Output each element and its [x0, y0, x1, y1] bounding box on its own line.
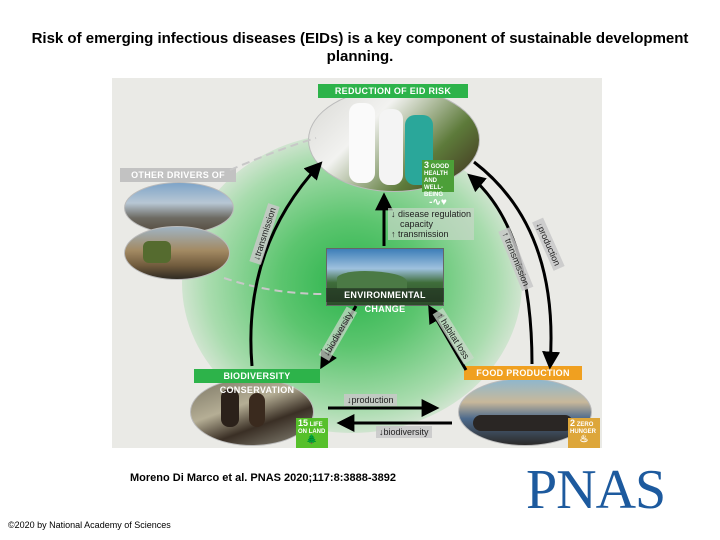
env-eid-label-line1: ↓ disease regulation — [391, 209, 472, 219]
arrow-bio-to-eid — [249, 161, 323, 367]
sdg15-badge: 15 LIFE ON LAND 🌲 — [296, 418, 328, 448]
citation: Moreno Di Marco et al. PNAS 2020;117:8:3… — [130, 472, 396, 484]
biodiversity-banner: BIODIVERSITY CONSERVATION — [194, 369, 320, 395]
bio-food-label: ↓production — [344, 394, 397, 406]
figure-panel: REDUCTION OF EID RISK 3 GOOD HEALTH AND … — [112, 78, 602, 448]
sdg2-text: ZERO HUNGER — [570, 422, 597, 435]
env-eid-label-line2: capacity — [400, 219, 434, 229]
sdg2-badge: 2 ZERO HUNGER ♨ — [568, 418, 600, 448]
sdg3-text: GOOD HEALTH AND WELL-BEING — [424, 164, 450, 198]
sdg2-number: 2 — [570, 418, 576, 428]
arrow-eid-to-food — [473, 160, 561, 370]
food-bio-label: ↓biodiversity — [376, 426, 432, 438]
eid-photo — [308, 88, 480, 192]
sdg15-number: 15 — [298, 418, 309, 428]
slide-title: Risk of emerging infectious diseases (EI… — [31, 30, 689, 65]
arrows-layer — [223, 137, 561, 432]
environment-banner: ENVIRONMENTAL CHANGE — [326, 288, 444, 314]
env-eid-label-line3: ↑ transmission — [391, 229, 449, 239]
dashed-other-to-eid — [229, 137, 317, 171]
pnas-logo: PNAS — [526, 459, 666, 521]
eid-banner: REDUCTION OF EID RISK — [318, 84, 468, 98]
dashed-other-to-env — [223, 277, 325, 295]
land-clearing-photo — [124, 226, 230, 280]
sdg3-badge: 3 GOOD HEALTH AND WELL-BEING -∿♥ — [422, 160, 454, 208]
heartbeat-icon: -∿♥ — [429, 197, 447, 208]
sdg15-text: LIFE ON LAND — [298, 422, 326, 435]
sdg3-number: 3 — [424, 160, 430, 170]
bowl-icon: ♨ — [579, 434, 589, 445]
city-photo — [124, 182, 234, 234]
tree-icon: 🌲 — [306, 434, 318, 444]
copyright: ©2020 by National Academy of Sciences — [8, 520, 171, 530]
bats-photo — [190, 378, 314, 446]
env-eid-label: ↓ disease regulation capacity ↑ transmis… — [388, 208, 475, 240]
